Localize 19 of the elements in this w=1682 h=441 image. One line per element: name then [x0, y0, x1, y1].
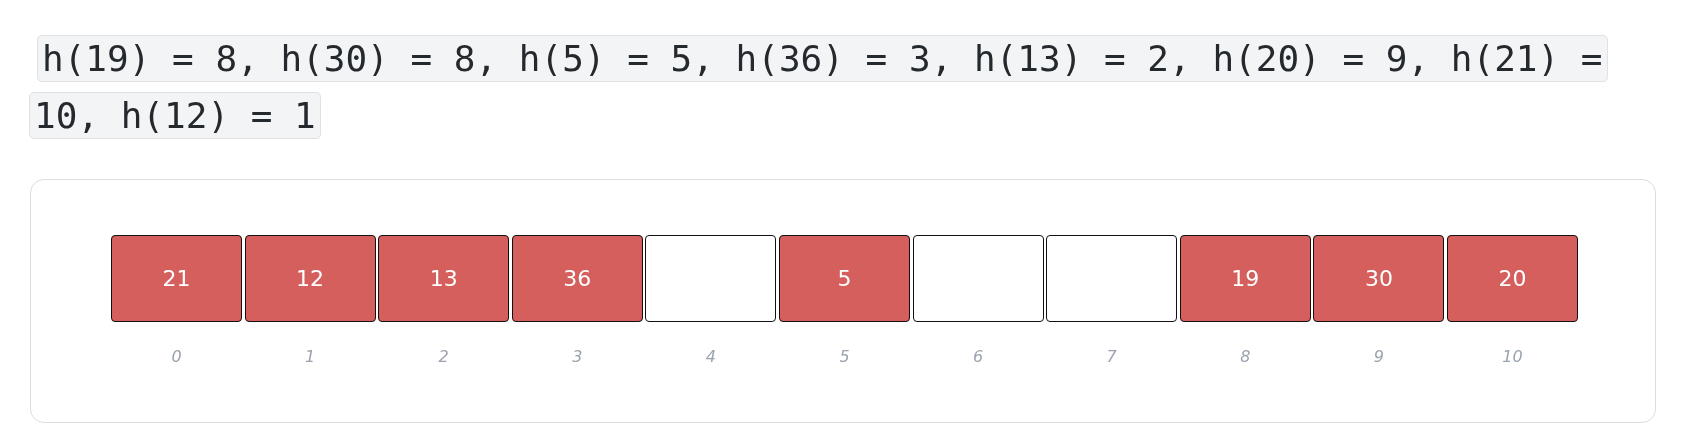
slot-index: 10 — [1502, 347, 1523, 367]
slot-index: 3 — [572, 347, 583, 367]
hash-slot: 30 — [1313, 235, 1445, 322]
slot-index: 8 — [1240, 347, 1251, 367]
hash-slot: 36 — [511, 235, 643, 322]
hash-slot: 20 — [1447, 235, 1578, 322]
slot-index: 0 — [171, 347, 182, 367]
slot-index: 5 — [839, 347, 850, 367]
hash-slot: 5 — [779, 235, 910, 322]
slot-index: 9 — [1373, 347, 1384, 367]
hash-slot: 12 — [244, 235, 376, 322]
slot-index: 4 — [705, 347, 716, 367]
hash-slot: 19 — [1179, 235, 1311, 322]
slot-index: 7 — [1106, 347, 1117, 367]
slot-index: 2 — [438, 347, 449, 367]
slot-index: 6 — [973, 347, 984, 367]
hash-slot: 21 — [111, 235, 242, 322]
hash-slot: 13 — [378, 235, 510, 322]
slot-index: 1 — [305, 347, 316, 367]
